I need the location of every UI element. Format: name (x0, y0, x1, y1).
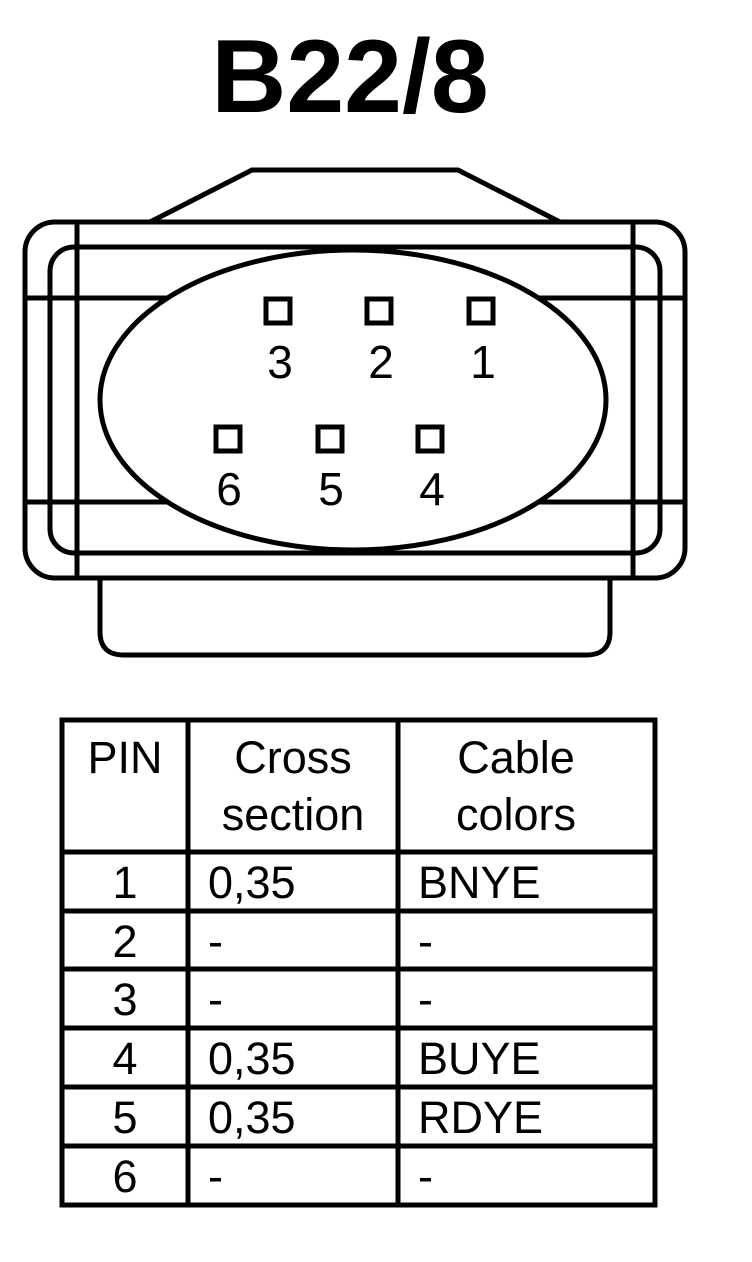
pin-label: 5 (318, 463, 344, 515)
pin-2-contact (364, 296, 394, 326)
row-pin: 1 (112, 857, 137, 908)
pin-label: 4 (419, 463, 445, 515)
connector-housing (22, 167, 688, 658)
table-row: 4 0,35 BUYE (112, 1033, 540, 1084)
inner-frame (47, 244, 663, 556)
pin-table: PIN Cross section Cable colors 1 0,35 BN… (59, 717, 658, 1208)
pin-6-contact (213, 424, 243, 454)
row-pin: 3 (112, 974, 137, 1025)
pin-4-contact (415, 424, 445, 454)
pin-1-contact (466, 296, 496, 326)
housing-skirt (97, 578, 613, 658)
row-cross-section: - (208, 1151, 223, 1202)
row-cross-section: 0,35 (208, 857, 296, 908)
pin-label: 2 (368, 336, 394, 388)
contact-face (97, 247, 609, 553)
header-cable-line2: colors (456, 789, 576, 840)
row-cross-section: 0,35 (208, 1033, 296, 1084)
table-border (59, 717, 658, 1208)
header-cross-line1: Cross (234, 732, 352, 783)
header-cross-line2: section (222, 789, 365, 840)
table-row: 3 - - (112, 974, 433, 1025)
row-cross-section: - (208, 974, 223, 1025)
locking-tab (148, 167, 562, 225)
pin-3-contact (263, 296, 293, 326)
row-cable-color: - (418, 974, 433, 1025)
pin-contacts (213, 296, 496, 454)
header-cable-line1: Cable (457, 732, 575, 783)
table-row: 6 - - (112, 1151, 433, 1202)
table-row: 1 0,35 BNYE (112, 857, 540, 908)
row-cross-section: - (208, 916, 223, 967)
table-header: PIN Cross section Cable colors (87, 732, 576, 840)
row-cable-color: BUYE (418, 1033, 541, 1084)
pin-label: 6 (216, 463, 242, 515)
row-cable-color: - (418, 1151, 433, 1202)
row-pin: 2 (112, 916, 137, 967)
row-pin: 6 (112, 1151, 137, 1202)
table-row: 2 - - (112, 916, 433, 967)
pin-label: 3 (267, 336, 293, 388)
header-pin: PIN (87, 732, 162, 783)
row-pin: 4 (112, 1033, 137, 1084)
pin-5-contact (315, 424, 345, 454)
table-row: 5 0,35 RDYE (112, 1092, 543, 1143)
row-cable-color: BNYE (418, 857, 541, 908)
row-cable-color: - (418, 916, 433, 967)
pin-label: 1 (470, 336, 496, 388)
row-pin: 5 (112, 1092, 137, 1143)
connector-title: B22/8 (211, 19, 489, 135)
pin-labels: 3 2 1 6 5 4 (216, 336, 496, 515)
row-cross-section: 0,35 (208, 1092, 296, 1143)
row-cable-color: RDYE (418, 1092, 543, 1143)
